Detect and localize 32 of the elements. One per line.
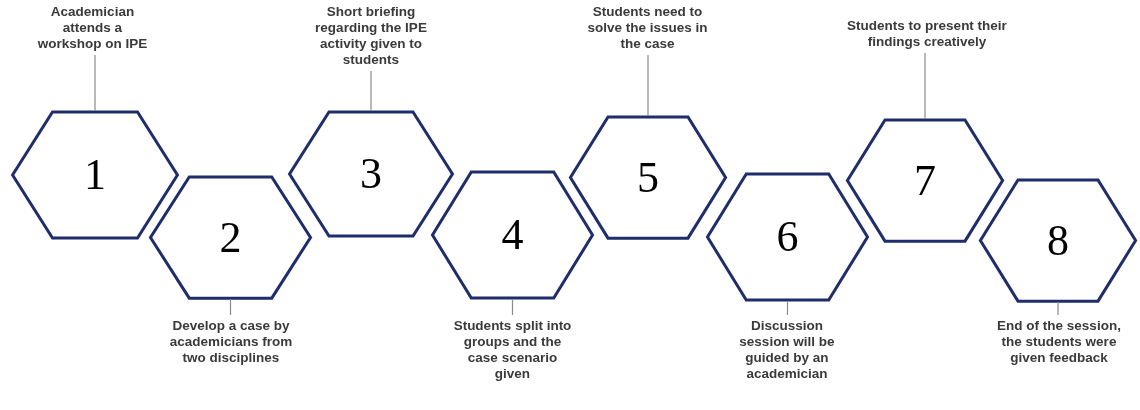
- leader-line: [924, 52, 926, 120]
- step-number: 7: [914, 158, 936, 203]
- step-hexagon: [10, 110, 180, 240]
- step-hexagon: [978, 178, 1138, 303]
- step-description: Students split into groups and the case scenario given: [450, 318, 575, 382]
- step-number: 1: [84, 153, 106, 197]
- step-hexagon: [430, 170, 595, 300]
- step-hexagon: [148, 175, 313, 300]
- step-description: Academician attends a workshop on IPE: [35, 4, 150, 52]
- step-description: Students need to solve the issues in the case: [585, 4, 710, 52]
- step-number: 5: [637, 155, 659, 200]
- step-number: 4: [501, 213, 524, 257]
- step-hexagon: [287, 110, 455, 238]
- step-hexagon: [568, 115, 728, 240]
- step-description: Discussion session will be guided by an academician: [727, 318, 847, 382]
- leader-line: [647, 54, 649, 117]
- step-number: 8: [1047, 218, 1069, 263]
- step-description: End of the session, the students were given feedback: [990, 318, 1128, 366]
- leader-line: [1057, 301, 1059, 316]
- step-description: Short briefing regarding the IPE activity given to students: [305, 4, 437, 68]
- step-hexagon: [705, 172, 870, 302]
- leader-line: [229, 298, 232, 316]
- step-number: 3: [360, 152, 382, 196]
- step-hexagon: [845, 118, 1005, 243]
- leader-line: [370, 70, 372, 112]
- step-number: 6: [776, 215, 799, 259]
- leader-line: [94, 54, 96, 112]
- step-description: Develop a case by academicians from two disciplines: [165, 318, 297, 366]
- leader-line: [511, 298, 514, 316]
- step-number: 2: [219, 215, 242, 260]
- leader-line: [786, 300, 789, 316]
- step-description: Students to present their findings creatively: [842, 18, 1012, 50]
